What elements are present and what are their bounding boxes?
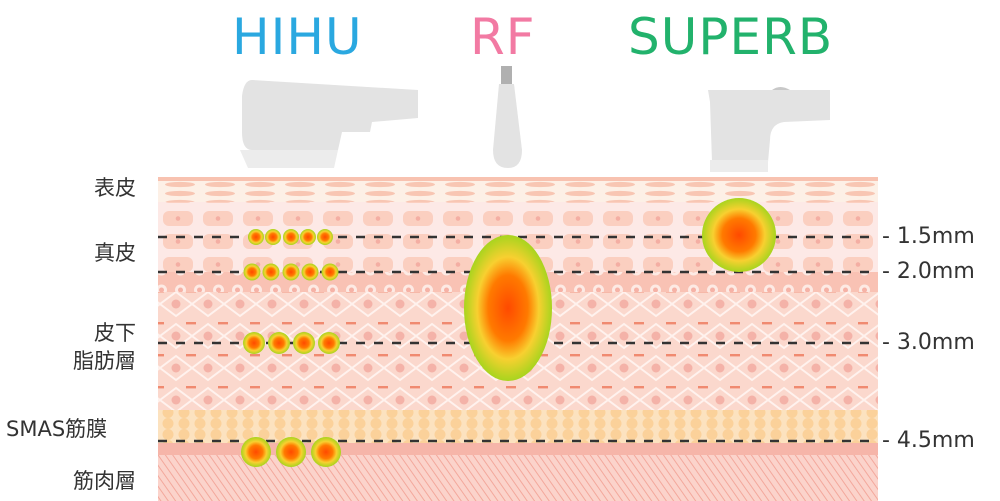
superb-device <box>708 87 830 172</box>
smas-layer <box>158 410 878 443</box>
label-dermis: 真皮 <box>94 241 136 265</box>
rf-device <box>493 66 522 168</box>
label-smas: SMAS筋膜 <box>6 417 108 441</box>
depth-label-1.5mm: - 1.5mm <box>882 224 975 249</box>
superb-heat-zone <box>702 198 776 272</box>
superb-title: SUPERB <box>628 8 834 66</box>
hihu-title: HIHU <box>232 8 363 66</box>
label-epidermis: 表皮 <box>94 176 136 200</box>
rf-title: RF <box>470 8 536 66</box>
hihu-focal-points <box>241 229 341 467</box>
depth-label-3.0mm: - 3.0mm <box>882 330 975 355</box>
label-subcutaneous-2: 脂肪層 <box>73 349 136 373</box>
label-muscle: 筋肉層 <box>73 469 136 493</box>
depth-label-4.5mm: - 4.5mm <box>882 428 975 453</box>
rf-heat-zone <box>464 235 552 381</box>
depth-label-2.0mm: - 2.0mm <box>882 259 975 284</box>
epidermis-layer <box>158 177 878 202</box>
label-subcutaneous-1: 皮下 <box>94 321 136 345</box>
hihu-device <box>240 80 418 168</box>
muscle-layer <box>158 455 878 501</box>
